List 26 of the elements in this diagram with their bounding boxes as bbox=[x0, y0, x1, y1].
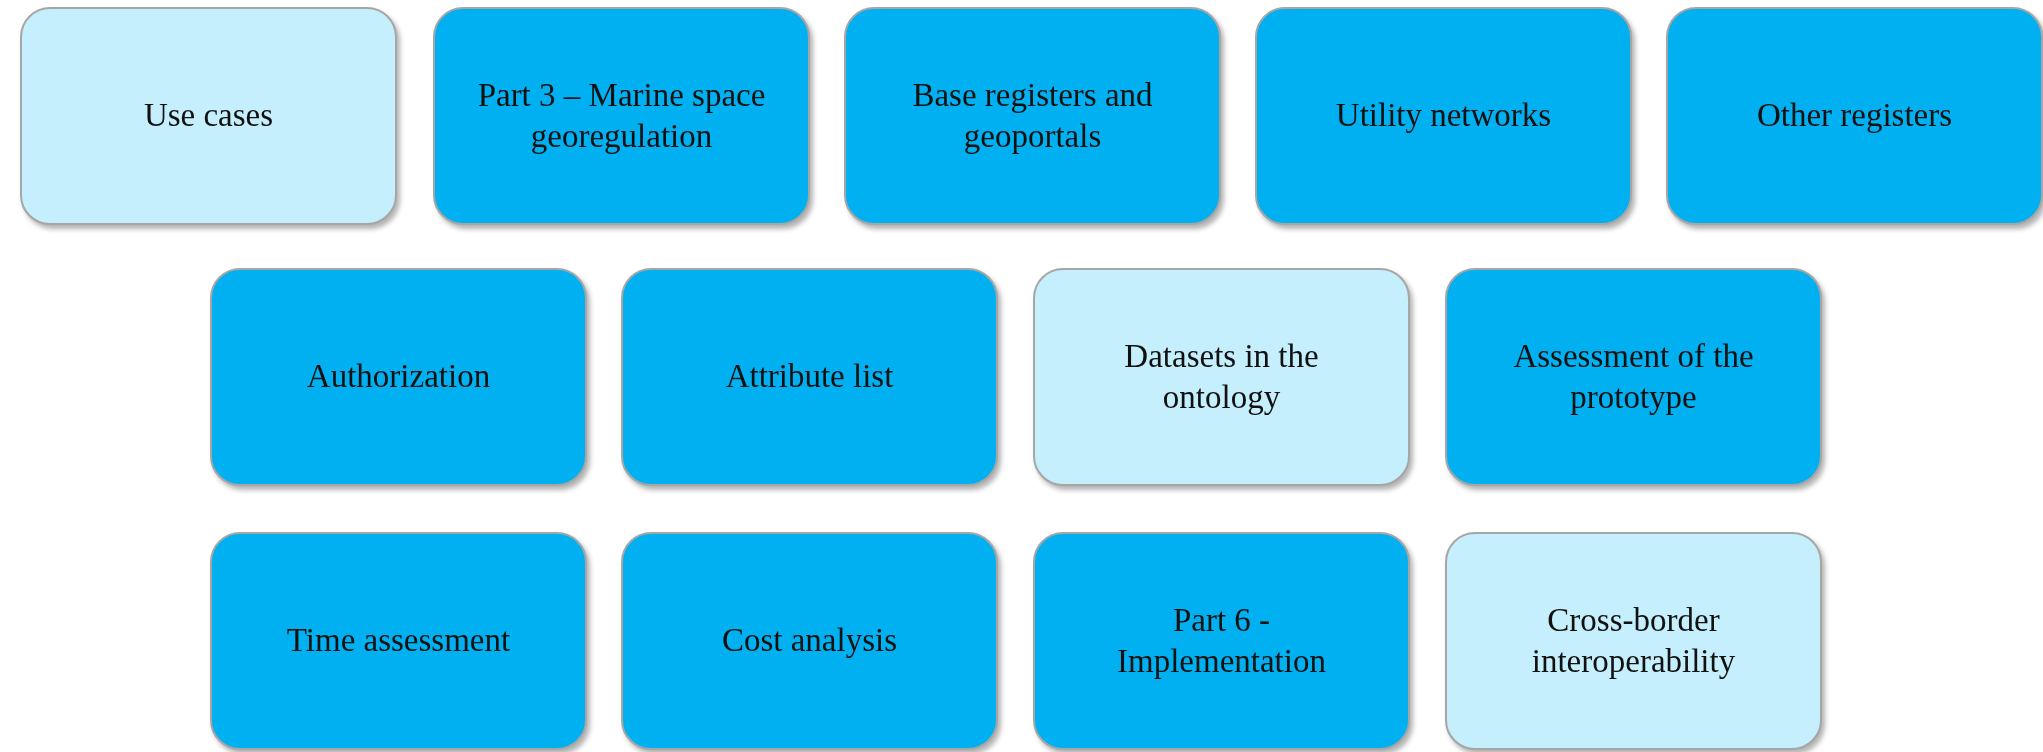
topic-box bbox=[210, 268, 587, 486]
box-label: Cross-border interoperability bbox=[1530, 600, 1737, 681]
topic-box bbox=[621, 268, 998, 486]
topic-box bbox=[1666, 7, 2043, 225]
topic-box bbox=[1445, 268, 1822, 486]
box-label: Attribute list bbox=[725, 357, 894, 397]
topic-box bbox=[433, 7, 810, 225]
box-label: Part 3 – Marine space georegulation bbox=[476, 75, 767, 156]
box-label: Base registers and geoportals bbox=[911, 75, 1154, 156]
box-label: Authorization bbox=[306, 357, 491, 397]
topic-box bbox=[1033, 268, 1410, 486]
topic-box bbox=[621, 532, 998, 750]
topic-box bbox=[1255, 7, 1632, 225]
topic-box bbox=[844, 7, 1221, 225]
box-label: Cost analysis bbox=[721, 621, 898, 661]
box-label: Part 6 - Implementation bbox=[1116, 600, 1327, 681]
topic-box bbox=[20, 7, 397, 225]
box-label: Datasets in the ontology bbox=[1123, 336, 1320, 417]
box-label: Time assessment bbox=[286, 621, 511, 661]
box-label: Use cases bbox=[143, 96, 274, 136]
box-label: Assessment of the prototype bbox=[1512, 336, 1755, 417]
box-label: Utility networks bbox=[1335, 96, 1552, 136]
topic-box bbox=[1445, 532, 1822, 750]
box-label: Other registers bbox=[1756, 96, 1953, 136]
topic-box bbox=[1033, 532, 1410, 750]
topic-box bbox=[210, 532, 587, 750]
